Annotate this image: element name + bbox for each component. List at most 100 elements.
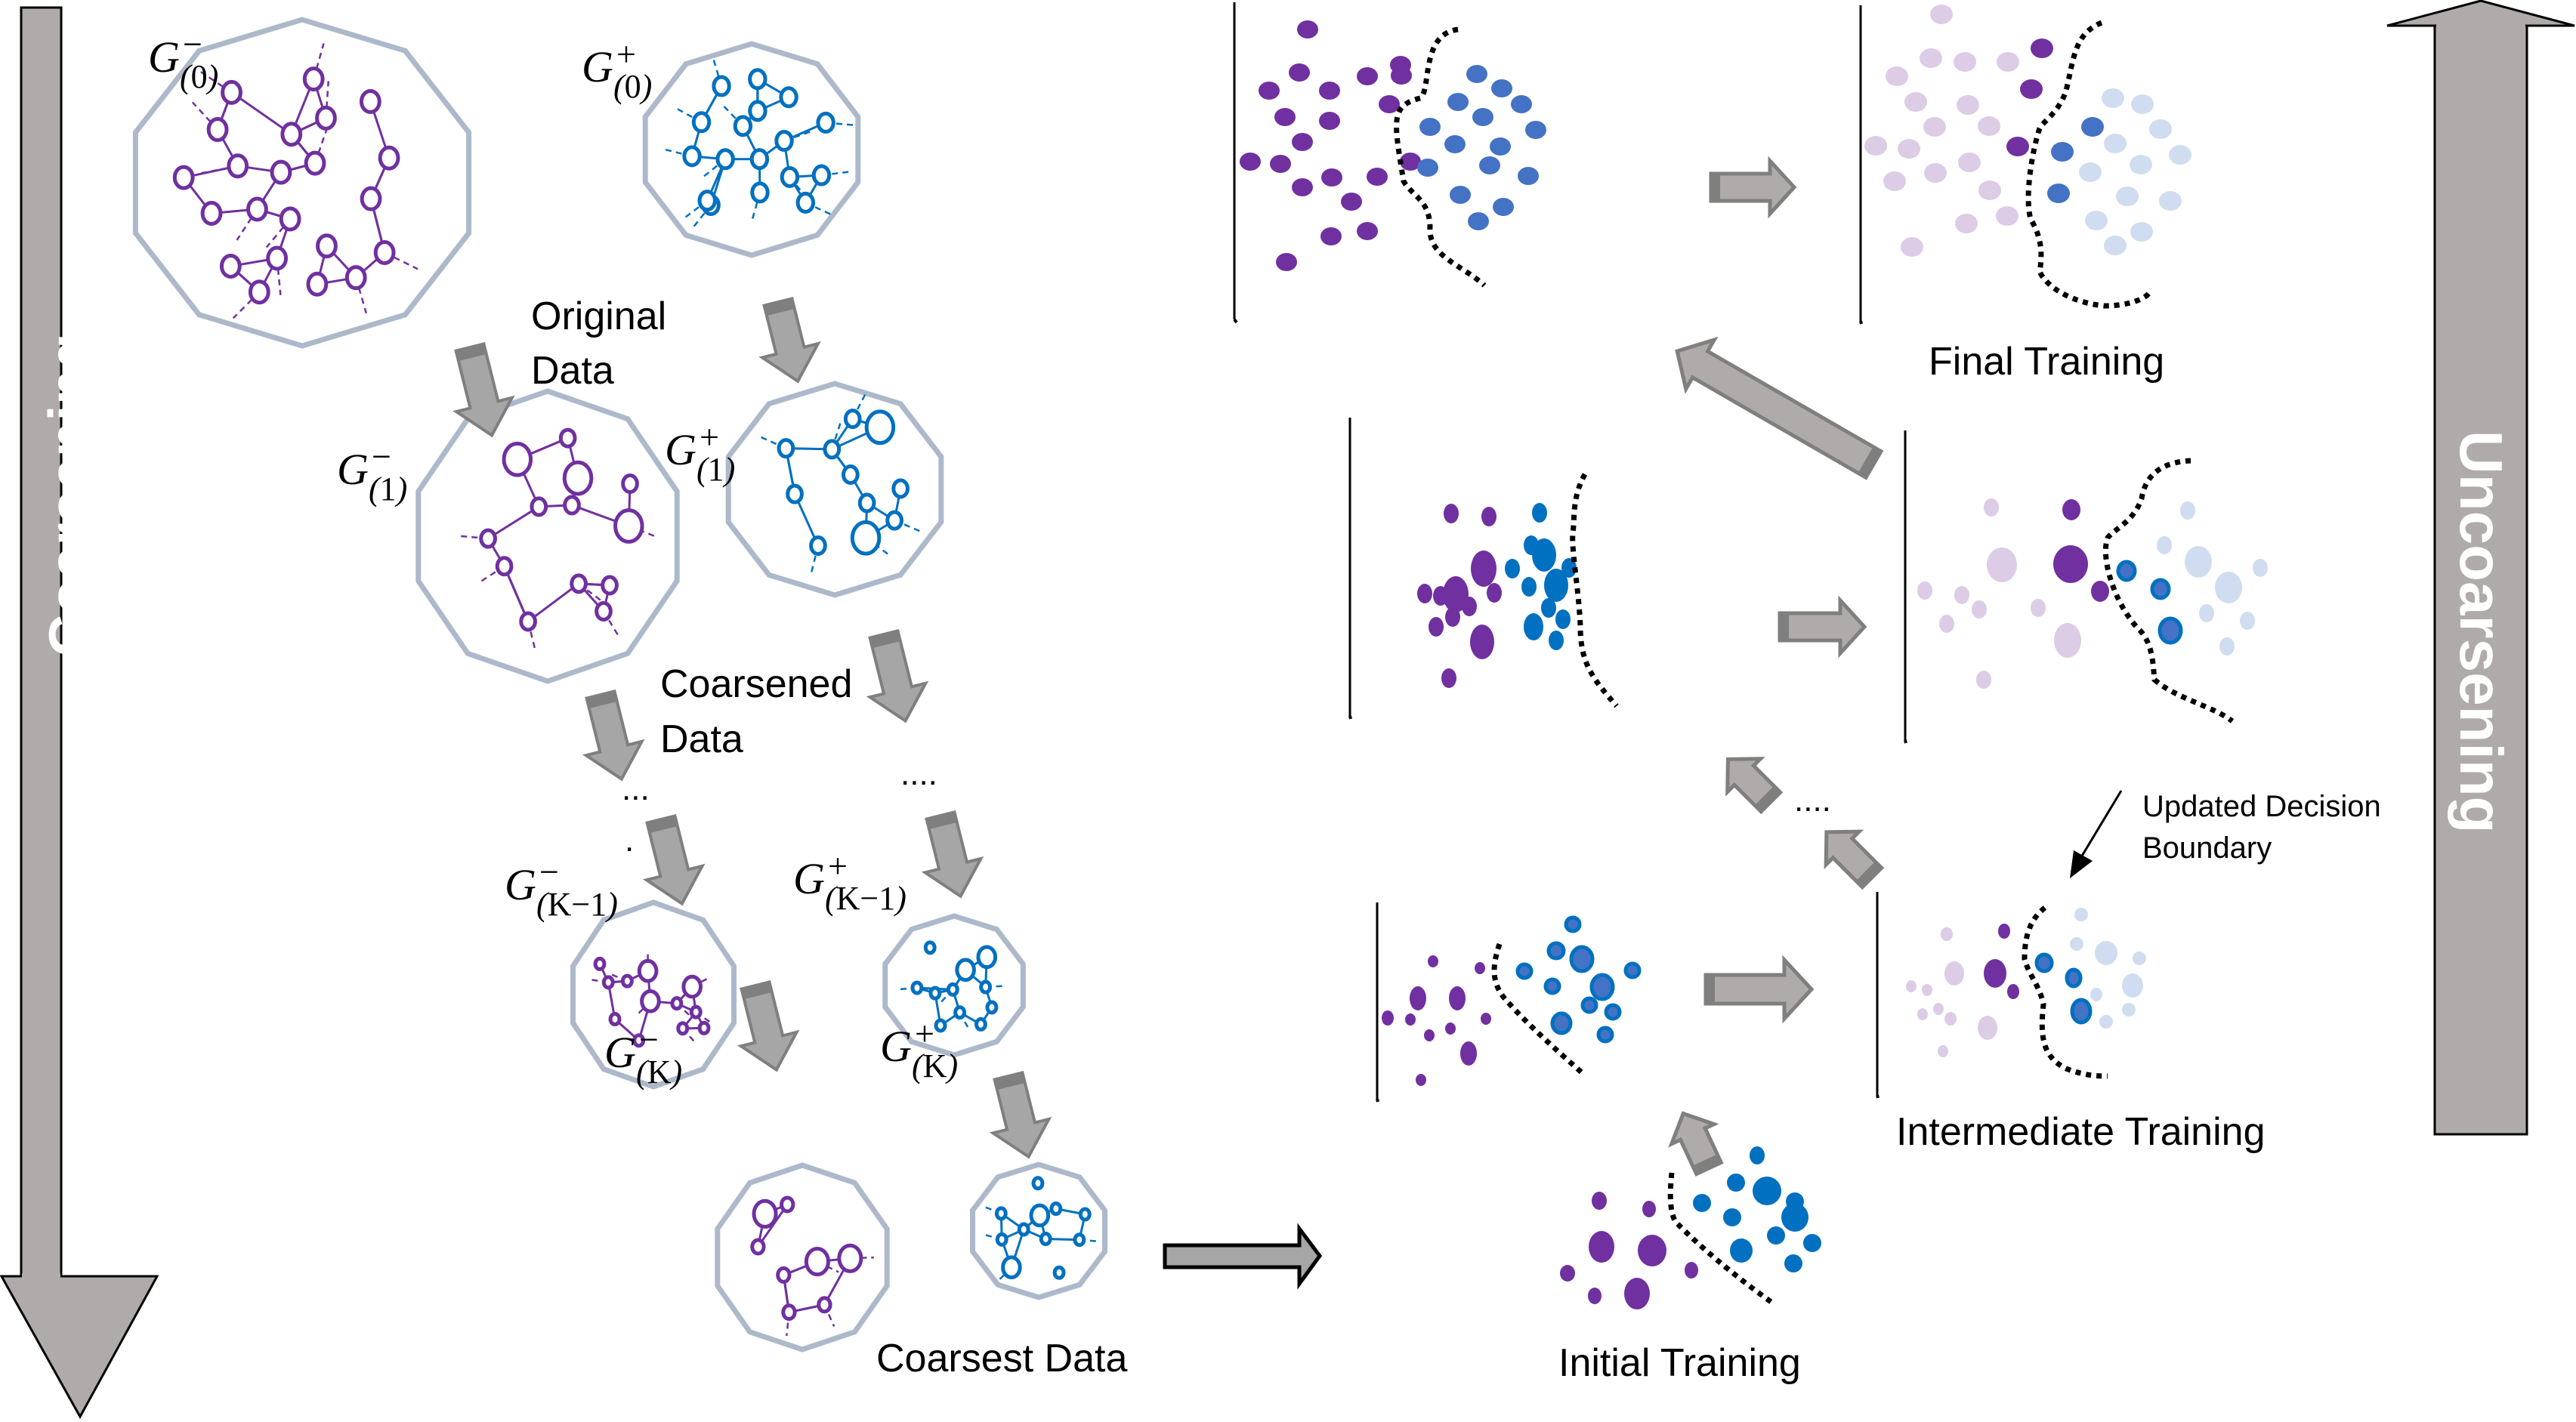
graph-node <box>885 510 903 531</box>
scatter-point-positive <box>1723 1208 1741 1226</box>
graph-node <box>227 153 249 179</box>
scatter-point-negative <box>2062 499 2080 520</box>
graph-node <box>841 464 860 486</box>
scatter-point-negative-faded <box>1864 136 1887 156</box>
scatter-point-negative-faded <box>1904 92 1927 112</box>
scatter-point-positive-faded <box>2070 937 2083 951</box>
scatter-point-positive-faded <box>2122 1003 2136 1016</box>
scatter-point-negative-faded <box>1917 1008 1928 1020</box>
panel-intermediate-training <box>1876 892 2146 1099</box>
panel-fine-scatter <box>1233 2 1546 324</box>
scatter-point-positive <box>1541 598 1556 618</box>
graph-node <box>774 129 794 152</box>
scatter-point-negative <box>1471 551 1496 587</box>
scatter-point-negative <box>1270 155 1291 173</box>
graph-node <box>750 1238 766 1256</box>
graph-node <box>689 1004 703 1019</box>
coarsen-arrow-g1-minus <box>582 689 645 782</box>
scatter-point-negative <box>2020 79 2043 99</box>
graph-edge <box>487 505 540 540</box>
scatter-point-negative <box>1481 1013 1491 1025</box>
graph-node <box>752 1198 778 1229</box>
graph-node <box>519 611 537 632</box>
graph-node <box>795 191 816 214</box>
scatter-point-positive <box>2047 184 2070 203</box>
scatter-point-negative-faded <box>1972 600 1987 618</box>
graph-node <box>593 956 607 971</box>
scatter-point-positive <box>2081 117 2104 137</box>
scatter-point-positive <box>1511 95 1532 113</box>
graph-node <box>953 1005 967 1020</box>
scatter-point-negative-faded <box>1976 671 1991 689</box>
scatter-point-positive-updated <box>2034 952 2054 973</box>
final-training-label: Final Training <box>1929 340 2165 384</box>
scatter-point-positive <box>1784 1254 1802 1272</box>
graph-gk1-minus <box>570 899 737 1090</box>
graph-node <box>780 165 800 188</box>
graph-node <box>1049 1201 1063 1217</box>
graph-g0-plus <box>642 41 861 258</box>
arrow-shadow <box>1780 613 1789 640</box>
scatter-point-negative-faded <box>1944 961 1964 986</box>
scatter-point-negative <box>1382 1010 1394 1026</box>
arrow-intermediate-up <box>1824 829 1885 890</box>
graph-label-gk1-minus: G − (K−1) <box>505 853 618 923</box>
scatter-point-negative-faded <box>1923 117 1946 137</box>
graph-node <box>563 495 581 516</box>
scatter-point-negative <box>1319 112 1340 130</box>
scatter-point-positive <box>1472 108 1493 126</box>
scatter-point-positive <box>1781 1203 1808 1232</box>
graph-label-g0-minus: G − (0) <box>148 25 219 95</box>
scatter-point-negative <box>1445 607 1460 627</box>
graph-node <box>682 145 702 168</box>
scatter-point-positive-faded <box>2116 187 2139 206</box>
graph-g1-plus <box>725 381 944 598</box>
scatter-point-negative-faded <box>1987 548 2017 582</box>
graph-gk-minus <box>715 1162 890 1353</box>
scatter-point-positive <box>1450 186 1471 204</box>
scatter-point-positive <box>1518 167 1539 185</box>
scatter-point-negative-faded <box>1978 1016 1997 1040</box>
graph-node <box>620 973 634 989</box>
arrow-shadow <box>586 691 617 709</box>
panel-final-training <box>1859 5 2191 325</box>
scatter-point-positive-refined <box>1596 1026 1614 1044</box>
scatter-point-negative <box>1592 1192 1607 1210</box>
scatter-point-positive-refined <box>1580 996 1598 1014</box>
scatter-point-positive-faded <box>2085 211 2108 230</box>
scatter-point-negative <box>1638 1235 1666 1266</box>
graph-node <box>613 508 644 544</box>
graph-node <box>359 89 381 115</box>
graph-node <box>570 573 588 594</box>
original-data-label-line2: Data <box>531 349 614 393</box>
arrow-shadow <box>926 812 957 830</box>
graph-node <box>974 1016 987 1032</box>
scatter-point-positive <box>1466 65 1487 83</box>
scatter-point-positive <box>1555 609 1571 629</box>
scatter-point-negative-faded <box>1930 5 1953 24</box>
arrow-shadow <box>1711 174 1720 201</box>
scatter-point-negative <box>1289 63 1310 82</box>
graph-node <box>995 1232 1008 1247</box>
graph-node <box>248 279 270 305</box>
scatter-point-negative <box>1588 1288 1602 1304</box>
decision-boundary <box>1491 942 1587 1078</box>
scatter-point-positive <box>1521 577 1537 597</box>
ellipsis-left: ... <box>622 770 650 807</box>
scatter-point-positive-faded <box>2130 222 2153 242</box>
scatter-point-positive-refined <box>1623 961 1642 979</box>
graph-node <box>1039 1232 1052 1247</box>
scatter-point-negative <box>1481 507 1496 526</box>
scatter-point-positive <box>1727 1174 1745 1192</box>
graph-node <box>750 181 770 204</box>
scatter-point-positive <box>1447 93 1469 111</box>
decision-boundary <box>2025 20 2151 309</box>
panel-intermediate-upper <box>1904 430 2268 744</box>
scatter-point-positive <box>1730 1238 1753 1263</box>
graph-node <box>621 473 639 495</box>
scatter-point-positive <box>1753 1177 1781 1205</box>
graph-node <box>601 975 615 990</box>
scatter-point-negative <box>1240 153 1261 171</box>
graph-node <box>946 982 959 997</box>
scatter-point-positive-faded <box>2240 612 2255 630</box>
